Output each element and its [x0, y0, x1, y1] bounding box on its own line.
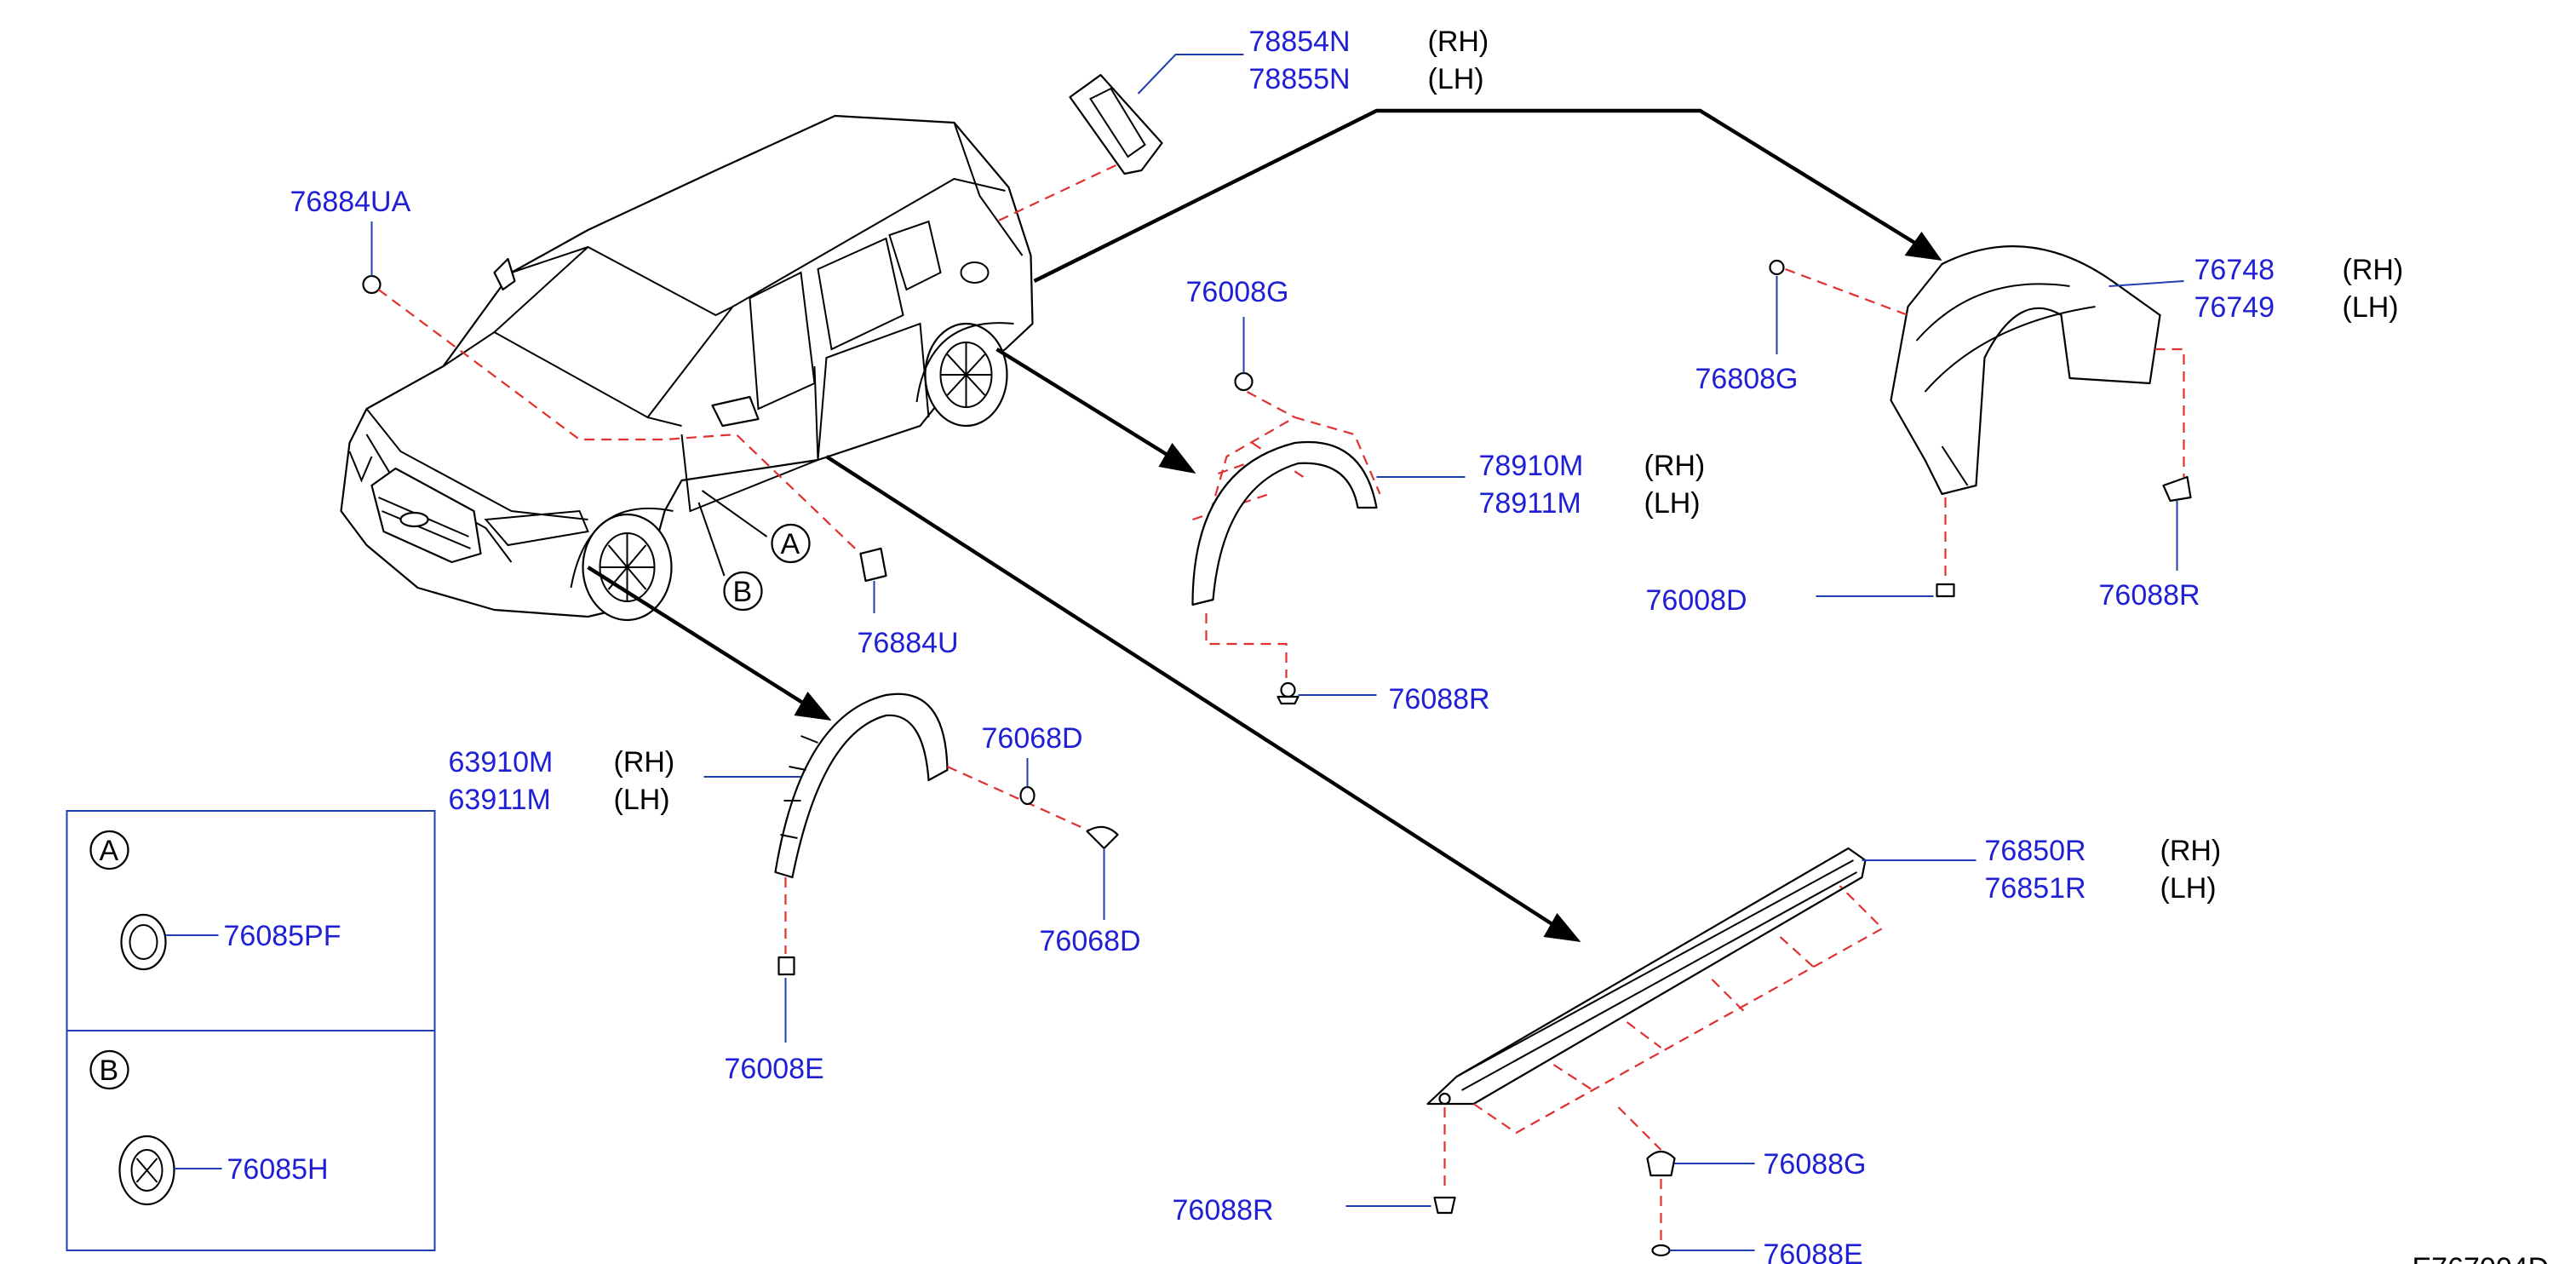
- part-number-76088G: 76088G: [1764, 1148, 1867, 1181]
- inset-label-b: B: [100, 1054, 119, 1087]
- part-number-76085H: 76085H: [227, 1153, 329, 1186]
- part-number-76008G-top: 76008G: [1186, 276, 1289, 308]
- inset-label-a: A: [100, 835, 119, 867]
- part-number-76749: 76749: [2194, 291, 2275, 324]
- side-label-lh: (LH): [1644, 487, 1701, 520]
- side-label-rh: (RH): [2160, 835, 2222, 867]
- rear-wheel-house-liner: 76808G 76748 76749 (RH) (LH) 76008D 7608…: [1646, 245, 2404, 617]
- part-number-76008D: 76008D: [1646, 584, 1747, 617]
- part-number-78910M: 78910M: [1479, 450, 1584, 482]
- part-number-63910M: 63910M: [449, 746, 554, 779]
- part-number-76851R: 76851R: [1985, 872, 2086, 905]
- callout-b: B: [733, 576, 753, 608]
- side-label-lh: (LH): [614, 784, 670, 816]
- vehicle-illustration: [340, 114, 1034, 622]
- side-label-lh: (LH): [2343, 291, 2399, 324]
- side-label-rh: (RH): [614, 746, 675, 779]
- part-number-78911M: 78911M: [1479, 487, 1581, 520]
- part-number-76850R: 76850R: [1985, 835, 2086, 867]
- rear-wheel-arch-moulding: 76008G 78910M 78911M (RH) (LH) 76088R: [1186, 276, 1706, 715]
- callout-a: A: [781, 528, 800, 560]
- side-label-rh: (RH): [2343, 254, 2404, 286]
- side-label-lh: (LH): [2160, 872, 2217, 905]
- part-number-78854N: 78854N: [1249, 26, 1351, 58]
- part-number-76068D-bottom: 76068D: [1040, 925, 1141, 957]
- part-number-76884UA: 76884UA: [290, 186, 411, 218]
- part-number-76808G: 76808G: [1695, 363, 1799, 395]
- part-number-76088R-mid: 76088R: [1389, 683, 1490, 715]
- plug-76884U: 76884U: [858, 547, 959, 659]
- part-number-76088E: 76088E: [1764, 1238, 1863, 1264]
- diagram-code: E767004D: [2412, 1252, 2550, 1264]
- side-sill-moulding: 76850R 76851R (RH) (LH) 76088R 76088G 76…: [1173, 835, 2222, 1264]
- part-number-76088R-right: 76088R: [2099, 579, 2200, 612]
- detail-inset: A 76085PF B 76085H: [66, 810, 436, 1251]
- part-number-76884U: 76884U: [858, 627, 959, 659]
- side-label-lh: (LH): [1428, 63, 1484, 95]
- part-number-76068D-top: 76068D: [982, 722, 1083, 755]
- part-number-76085PF: 76085PF: [224, 920, 341, 952]
- part-number-63911M: 63911M: [449, 784, 551, 816]
- side-label-rh: (RH): [1428, 26, 1489, 58]
- part-number-76088R-bottom: 76088R: [1173, 1194, 1274, 1227]
- roof-spoiler-bracket: 78854N 78855N (RH) (LH): [996, 26, 1489, 222]
- part-number-76748: 76748: [2194, 254, 2275, 286]
- callout-markers: A B: [697, 490, 811, 612]
- part-number-78855N: 78855N: [1249, 63, 1351, 95]
- front-wheel-arch-moulding: 63910M 63911M (RH) (LH) 76068D 76068D 76…: [449, 692, 1141, 1085]
- assembly-arrows: [587, 108, 1942, 942]
- clip-76884UA: 76884UA: [290, 186, 862, 554]
- part-number-76008E: 76008E: [725, 1053, 824, 1085]
- side-label-rh: (RH): [1644, 450, 1706, 482]
